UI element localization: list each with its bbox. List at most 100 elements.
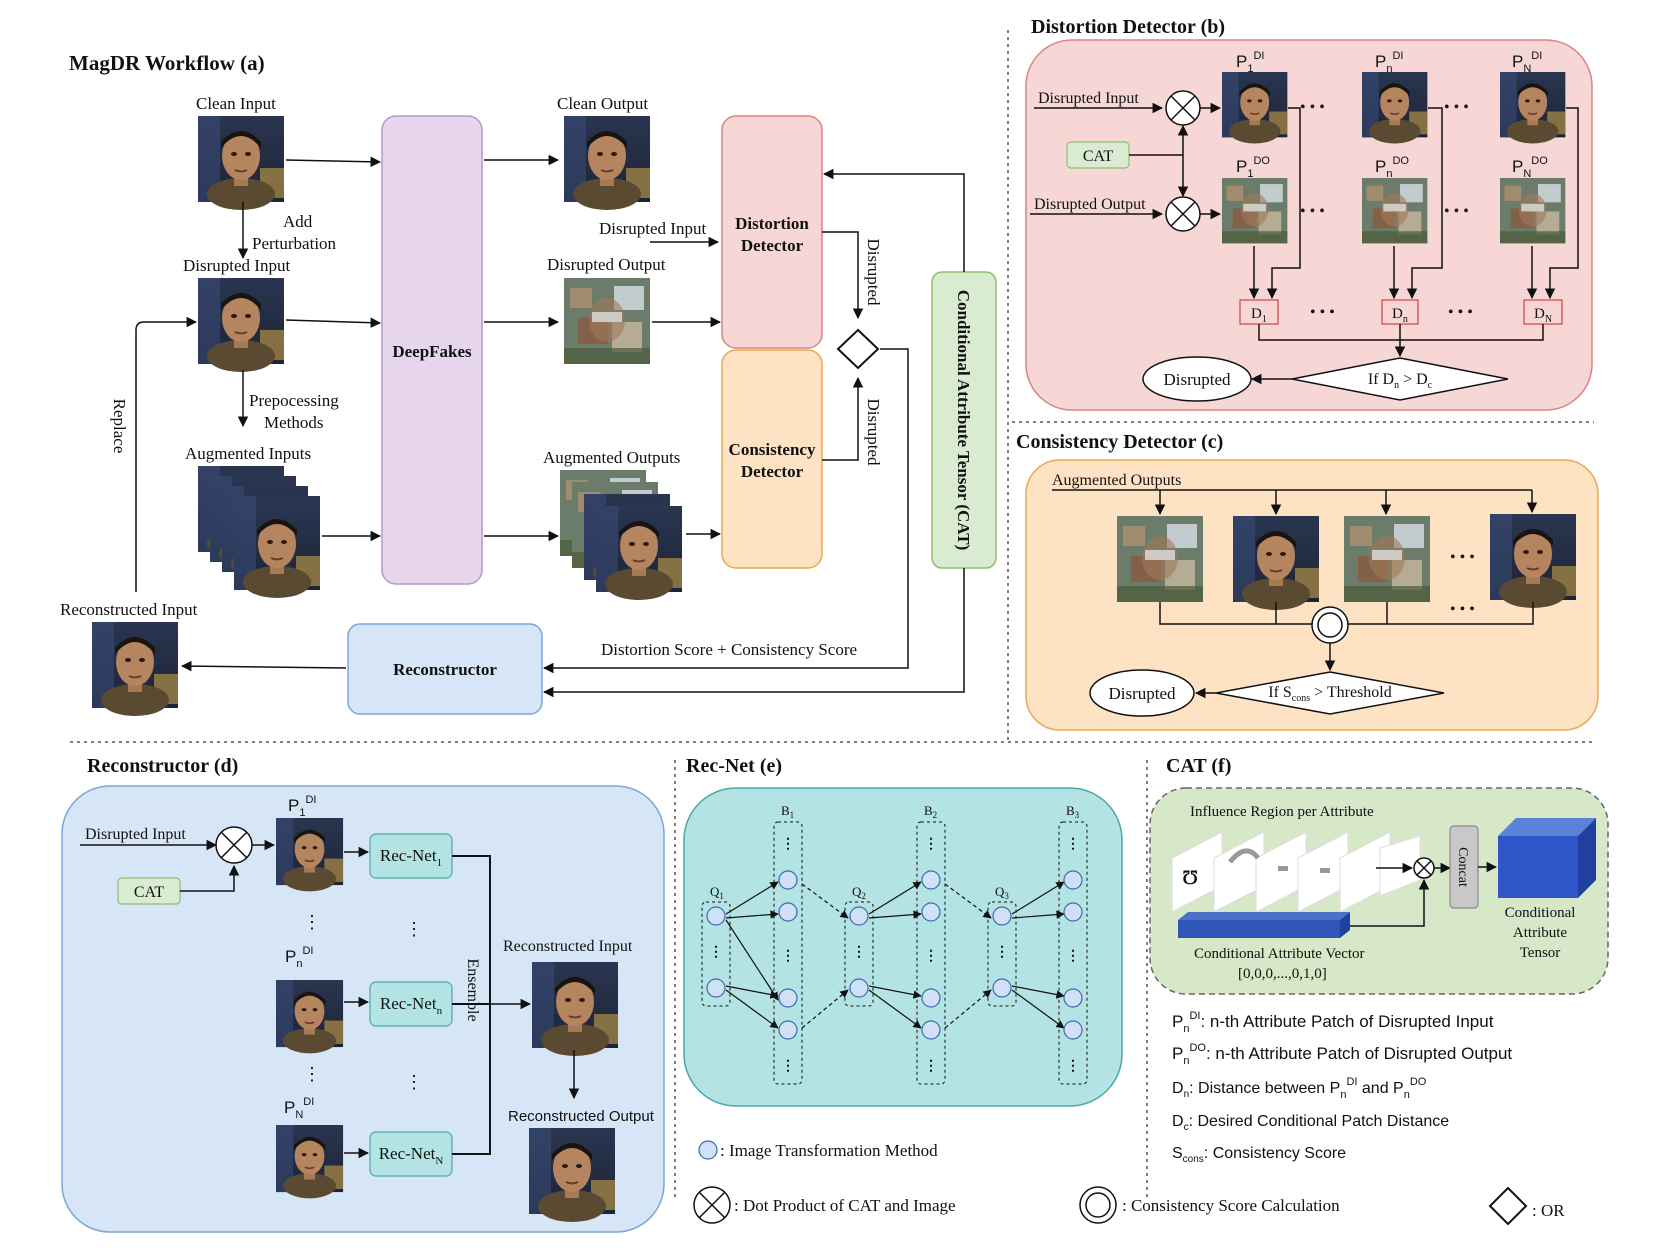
- pc-aug-out-3: [1344, 516, 1430, 602]
- pb-patch-do-N: [1500, 178, 1566, 244]
- pd-patch-N: [275, 1124, 344, 1200]
- pc-disrupted: Disrupted: [1108, 684, 1176, 703]
- augmented-outputs-label: Augmented Outputs: [543, 448, 680, 467]
- pe-q3: Q3: [995, 884, 1009, 901]
- pf-cav-bar: [1178, 912, 1350, 938]
- pb-condition-diamond: [1291, 357, 1509, 401]
- consistency-detector-label-1: Consistency: [729, 440, 816, 459]
- legend-or-icon: [1488, 1186, 1528, 1226]
- pc-condition-diamond: [1215, 671, 1445, 715]
- svg-text:⋮: ⋮: [781, 837, 795, 852]
- pb-pndo-N: PNDO: [1512, 155, 1548, 180]
- pb-d1: D1: [1251, 306, 1267, 325]
- panel-c: Consistency Detector (c) Augmented Outpu…: [1016, 431, 1599, 731]
- pb-dots-1: • • •: [1300, 99, 1325, 116]
- panel-d-title: Reconstructor (d): [87, 755, 238, 777]
- cat-label: Conditional Attribute Tensor (CAT): [954, 290, 973, 551]
- pd-vdots-2: ⋮: [303, 1064, 321, 1084]
- pd-pNdi: PNDI: [284, 1096, 314, 1121]
- legend-node-icon: [698, 1140, 718, 1160]
- disrupted-bottom-label: Disrupted: [864, 398, 883, 466]
- panel-b-title: Distortion Detector (b): [1031, 16, 1225, 38]
- pd-cat: CAT: [134, 884, 164, 901]
- pf-cav-value: [0,0,0,...,0,1,0]: [1238, 966, 1327, 982]
- pb-pndi: PnDI: [1375, 50, 1403, 75]
- pd-recnet-N-label: Rec-NetN: [379, 1144, 444, 1167]
- pc-disrupted-oval: [1089, 669, 1195, 717]
- clean-output-label: Clean Output: [557, 94, 648, 113]
- pb-patch-do-1: [1222, 178, 1288, 244]
- svg-text:⋮: ⋮: [924, 1059, 938, 1074]
- pd-reconstructed-input: Reconstructed Input: [503, 938, 633, 955]
- pb-p1do: P1DO: [1236, 155, 1270, 180]
- pb-dN: DN: [1534, 306, 1552, 325]
- distortion-detector-label-2: Detector: [741, 236, 804, 255]
- svg-text:⋮: ⋮: [781, 1059, 795, 1074]
- pb-disrupted-oval: [1142, 356, 1252, 402]
- pd-patch-n: [275, 979, 344, 1055]
- svg-text:⋮: ⋮: [852, 945, 866, 960]
- pd-disrupted-input: Disrupted Input: [85, 826, 186, 843]
- pb-patch-di-n: [1361, 71, 1429, 145]
- pe-q1: Q1: [710, 884, 724, 901]
- panel-f-title: CAT (f): [1166, 755, 1231, 777]
- pd-vdots-1: ⋮: [303, 912, 321, 932]
- add-label: Add: [283, 212, 313, 231]
- prepro-label-1: Prepocessing: [249, 391, 339, 410]
- legend: PnDI: n-th Attribute Patch of Disrupted …: [693, 1010, 1565, 1226]
- pd-pndi: PnDI: [285, 945, 313, 970]
- pd-reconstructed-output: Reconstructed Output: [508, 1108, 655, 1125]
- svg-text:⋮: ⋮: [924, 949, 938, 964]
- augmented-inputs-label: Augmented Inputs: [185, 444, 311, 463]
- scores-label: Distortion Score + Consistency Score: [601, 640, 857, 659]
- pb-patch-do-n: [1362, 178, 1428, 244]
- deepfakes-box: [381, 115, 483, 585]
- pb-dots-2: • • •: [1444, 99, 1469, 116]
- panel-f: CAT (f) Influence Region per Attribute ʊ…: [1149, 755, 1609, 995]
- pb-patch-di-1: [1221, 71, 1289, 145]
- disrupted-output-label: Disrupted Output: [547, 255, 666, 274]
- pd-ensemble: Ensemble: [464, 958, 481, 1021]
- panel-e: Rec-Net (e) Q1 Q2 Q3 B1 B2 B3: [683, 755, 1123, 1107]
- pc-aug-out-4: [1489, 513, 1577, 609]
- pb-pndo: PnDO: [1375, 155, 1409, 180]
- pb-dn: Dn: [1392, 306, 1408, 325]
- augmented-outputs-stack: [560, 470, 683, 601]
- pb-disrupted-input: Disrupted Input: [1038, 90, 1139, 107]
- pb-dots-3: • • •: [1300, 203, 1325, 220]
- svg-text:⋮: ⋮: [924, 837, 938, 852]
- panel-c-title: Consistency Detector (c): [1016, 431, 1223, 453]
- pb-dots-6: • • •: [1448, 304, 1473, 321]
- pb-p1di: P1DI: [1236, 50, 1264, 75]
- legend-csc: : Consistency Score Calculation: [1122, 1196, 1340, 1215]
- deepfakes-label: DeepFakes: [392, 342, 472, 361]
- prepro-label-2: Methods: [264, 413, 324, 432]
- panel-b: Distortion Detector (b) Disrupted Input …: [1025, 16, 1593, 411]
- disrupted-output-image: [564, 278, 650, 364]
- perturbation-label: Perturbation: [252, 234, 337, 253]
- pb-condition: If Dn > Dc: [1368, 371, 1433, 391]
- pe-b2: B2: [924, 803, 937, 820]
- pf-attribute-masks: ʊ: [1171, 831, 1421, 913]
- pe-b3: B3: [1066, 803, 1080, 820]
- pd-recnet-n-label: Rec-Netn: [380, 994, 443, 1017]
- distortion-detector-label-1: Distortion: [735, 214, 809, 233]
- pb-dots-4: • • •: [1444, 203, 1469, 220]
- pe-q2: Q2: [852, 884, 866, 901]
- disrupted-input-label: Disrupted Input: [183, 256, 290, 275]
- legend-dc: Dc: Desired Conditional Patch Distance: [1172, 1113, 1449, 1133]
- disrupted-top-label: Disrupted: [864, 238, 883, 306]
- pc-condition: If Scons > Threshold: [1268, 684, 1392, 704]
- pf-tensor-3: Tensor: [1520, 945, 1561, 961]
- consistency-detector-box: [721, 349, 823, 569]
- pf-tensor-cube: [1498, 818, 1596, 898]
- legend-or: : OR: [1532, 1201, 1565, 1220]
- or-diamond: [836, 328, 880, 370]
- pc-dots-1: • • •: [1450, 549, 1475, 566]
- legend-dot: : Dot Product of CAT and Image: [734, 1196, 956, 1215]
- pf-concat-label: Concat: [1455, 847, 1470, 887]
- replace-label: Replace: [110, 399, 129, 454]
- pb-pndi-N: PNDI: [1512, 50, 1542, 75]
- disrupted-input-arrow-label: Disrupted Input: [599, 219, 706, 238]
